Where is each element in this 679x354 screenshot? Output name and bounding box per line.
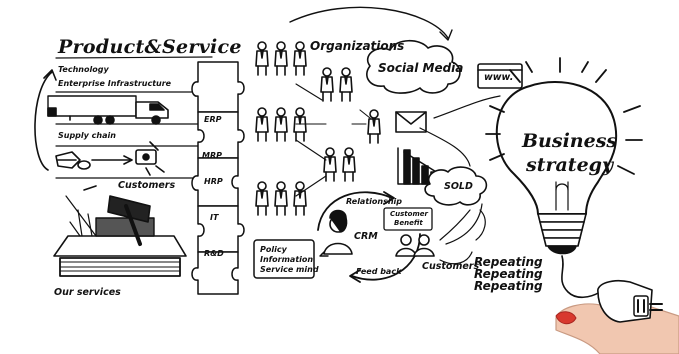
cloud-icon	[366, 39, 461, 94]
service-mind-label: Service mind	[260, 265, 319, 274]
puzzle-label-erp: ERP	[204, 115, 222, 124]
crm-label: CRM	[354, 231, 378, 242]
technology-label: Technology	[58, 65, 109, 74]
factory-icon	[55, 141, 165, 176]
product-service-title: Product&Service	[58, 36, 242, 58]
customers-label: Customers	[118, 180, 176, 191]
people-icon	[255, 41, 381, 216]
puzzle-label-hrp: HRP	[204, 177, 223, 186]
plug-icon	[597, 279, 663, 323]
our-services-label: Our services	[54, 287, 121, 298]
organizations-title: Organizations	[310, 39, 405, 53]
feedback-label: Feed back	[356, 267, 402, 276]
crm-agent-icon	[323, 209, 353, 255]
sold-label: SOLD	[444, 181, 473, 192]
puzzle-label-it: IT	[210, 213, 219, 222]
social-media-label: Social Media	[378, 61, 464, 75]
business-label: Business	[522, 130, 618, 152]
puzzle-label-rd: R&D	[204, 249, 224, 258]
repeating-2: Repeating	[474, 267, 543, 281]
relationship-label: Relationship	[346, 197, 403, 206]
supply-chain-label: Supply chain	[58, 131, 116, 140]
customer-benefit-line2: Benefit	[394, 219, 423, 227]
lightbulb-icon	[485, 57, 643, 299]
www-label: www.	[484, 72, 514, 83]
information-label: Information	[260, 255, 314, 264]
gavel-icon	[53, 185, 187, 277]
crm-customers-label: Customers	[422, 261, 480, 272]
repeating-1: Repeating	[474, 255, 543, 269]
truck-icon	[47, 95, 169, 125]
customer-benefit-line1: Customer	[390, 210, 428, 218]
infrastructure-label: Enterprise Infrastructure	[58, 79, 172, 88]
policy-label: Policy	[260, 245, 287, 254]
puzzle-icon	[191, 61, 245, 295]
customers-icon	[395, 234, 435, 257]
strategy-label: strategy	[526, 154, 613, 176]
repeating-3: Repeating	[474, 279, 543, 293]
envelope-icon	[395, 95, 501, 133]
puzzle-label-mrp: MRP	[202, 151, 222, 160]
